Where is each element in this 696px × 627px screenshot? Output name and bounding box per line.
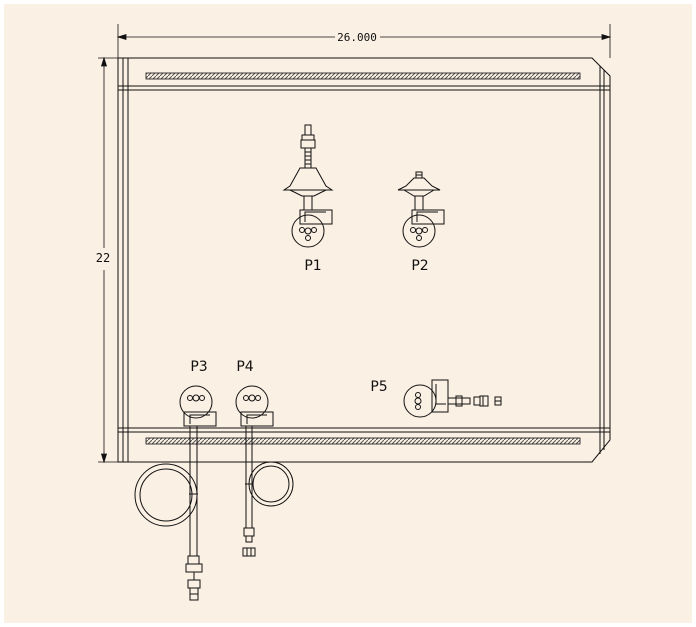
width-dimension [116,24,612,58]
height-dimension-label: 22 [96,251,110,265]
top-hatched-strip [145,72,581,80]
port-p3-label: P3 [190,359,207,375]
panel-frame [117,57,611,463]
port-p4-label: P4 [236,359,253,375]
port-p1-fitting [282,124,334,248]
port-p5-label: P5 [370,379,387,395]
port-p2-label: P2 [411,258,428,274]
drawing-background [4,4,692,623]
port-p4-fitting [235,385,294,557]
width-dimension-label: 26.000 [337,31,377,44]
bottom-hatched-strip [145,437,581,445]
port-p2-fitting [397,171,445,248]
port-p3-fitting [134,385,217,601]
port-p1-label: P1 [304,258,321,274]
port-p5-fitting [403,379,502,418]
